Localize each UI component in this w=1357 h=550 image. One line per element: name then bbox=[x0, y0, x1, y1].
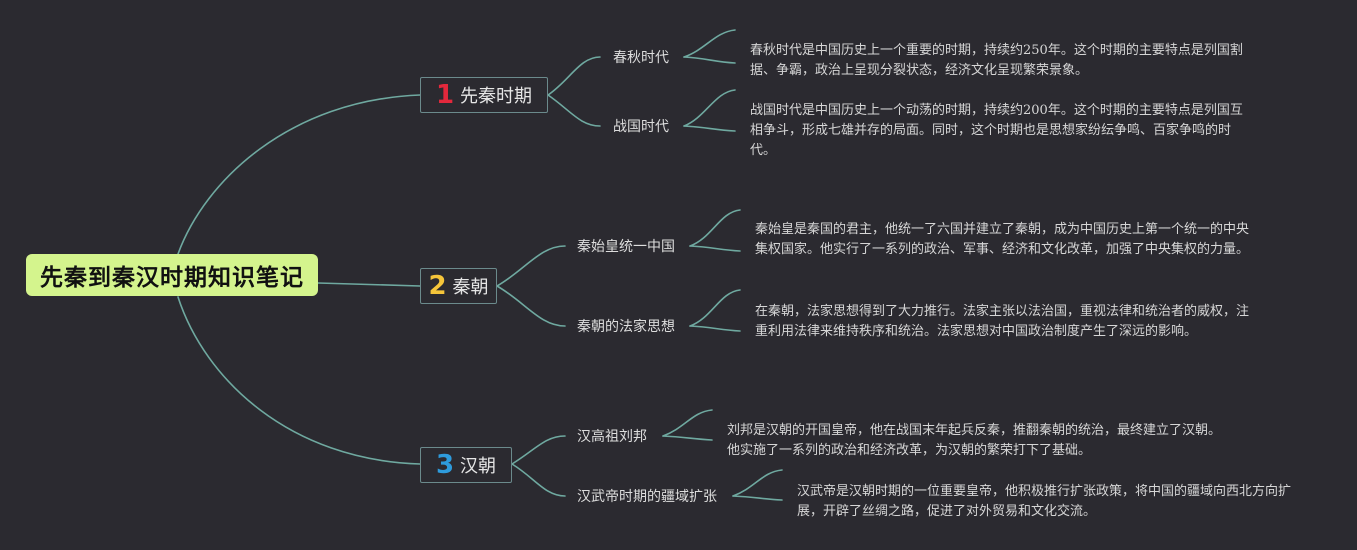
detail-1-2: 战国时代是中国历史上一个动荡的时期，持续约200年。这个时期的主要特点是列国互相… bbox=[750, 103, 1243, 158]
link-root-branch-2 bbox=[317, 282, 421, 287]
link-sub2-1-detail-b bbox=[689, 245, 741, 252]
link-sub3-1-detail-b bbox=[662, 435, 713, 441]
link-branch2-sub1 bbox=[496, 245, 566, 287]
branch-topic-2[interactable]: 2 秦朝 bbox=[420, 268, 497, 304]
branch-number-1: 1 bbox=[435, 80, 455, 110]
link-branch1-sub2 bbox=[547, 94, 601, 127]
link-branch1-sub1 bbox=[547, 56, 601, 96]
detail-1-1: 春秋时代是中国历史上一个重要的时期，持续约250年。这个时期的主要特点是列国割据… bbox=[750, 43, 1243, 78]
link-root-branch-1 bbox=[177, 94, 421, 255]
link-sub2-2-detail-b bbox=[689, 325, 741, 332]
link-sub1-1-detail bbox=[683, 29, 736, 58]
link-sub3-2-detail bbox=[732, 469, 783, 497]
subtopic-1-1[interactable]: 春秋时代 bbox=[613, 50, 669, 66]
subtopic-3-1[interactable]: 汉高祖刘邦 bbox=[577, 429, 647, 445]
branch-label-2: 秦朝 bbox=[452, 277, 489, 298]
subtopic-2-2[interactable]: 秦朝的法家思想 bbox=[577, 319, 675, 335]
detail-2-1: 秦始皇是秦国的君主，他统一了六国并建立了秦朝，成为中国历史上第一个统一的中央集权… bbox=[755, 222, 1250, 257]
link-branch2-sub2 bbox=[496, 285, 566, 327]
link-sub1-2-detail bbox=[683, 89, 736, 127]
detail-3-2: 汉武帝是汉朝时期的一位重要皇帝，他积极推行扩张政策，将中国的疆域向西北方向扩展，… bbox=[797, 484, 1292, 519]
link-sub1-1-detail-b bbox=[683, 56, 736, 64]
branch-label-1: 先秦时期 bbox=[460, 86, 533, 107]
branch-topic-3[interactable]: 3 汉朝 bbox=[420, 447, 512, 483]
detail-2-2: 在秦朝，法家思想得到了大力推行。法家主张以法治国，重视法律和统治者的威权，注重利… bbox=[755, 304, 1250, 339]
link-sub2-1-detail bbox=[689, 209, 741, 247]
detail-3-1: 刘邦是汉朝的开国皇帝，他在战国末年起兵反秦，推翻秦朝的统治，最终建立了汉朝。他实… bbox=[727, 423, 1222, 458]
link-branch3-sub2 bbox=[511, 463, 566, 497]
subtopic-3-2[interactable]: 汉武帝时期的疆域扩张 bbox=[577, 489, 717, 505]
branch-label-3: 汉朝 bbox=[460, 456, 497, 477]
link-sub3-2-detail-b bbox=[732, 495, 783, 501]
link-sub1-2-detail-b bbox=[683, 125, 736, 132]
branch-number-3: 3 bbox=[435, 450, 455, 480]
branch-number-2: 2 bbox=[428, 271, 447, 301]
link-branch3-sub1 bbox=[511, 435, 566, 465]
link-sub3-1-detail bbox=[662, 409, 713, 437]
branch-topic-1[interactable]: 1 先秦时期 bbox=[420, 77, 548, 113]
subtopic-1-2[interactable]: 战国时代 bbox=[613, 119, 669, 135]
link-root-branch-3 bbox=[177, 296, 421, 465]
root-topic[interactable]: 先秦到秦汉时期知识笔记 bbox=[26, 254, 318, 296]
link-sub2-2-detail bbox=[689, 289, 741, 327]
subtopic-2-1[interactable]: 秦始皇统一中国 bbox=[577, 239, 675, 255]
